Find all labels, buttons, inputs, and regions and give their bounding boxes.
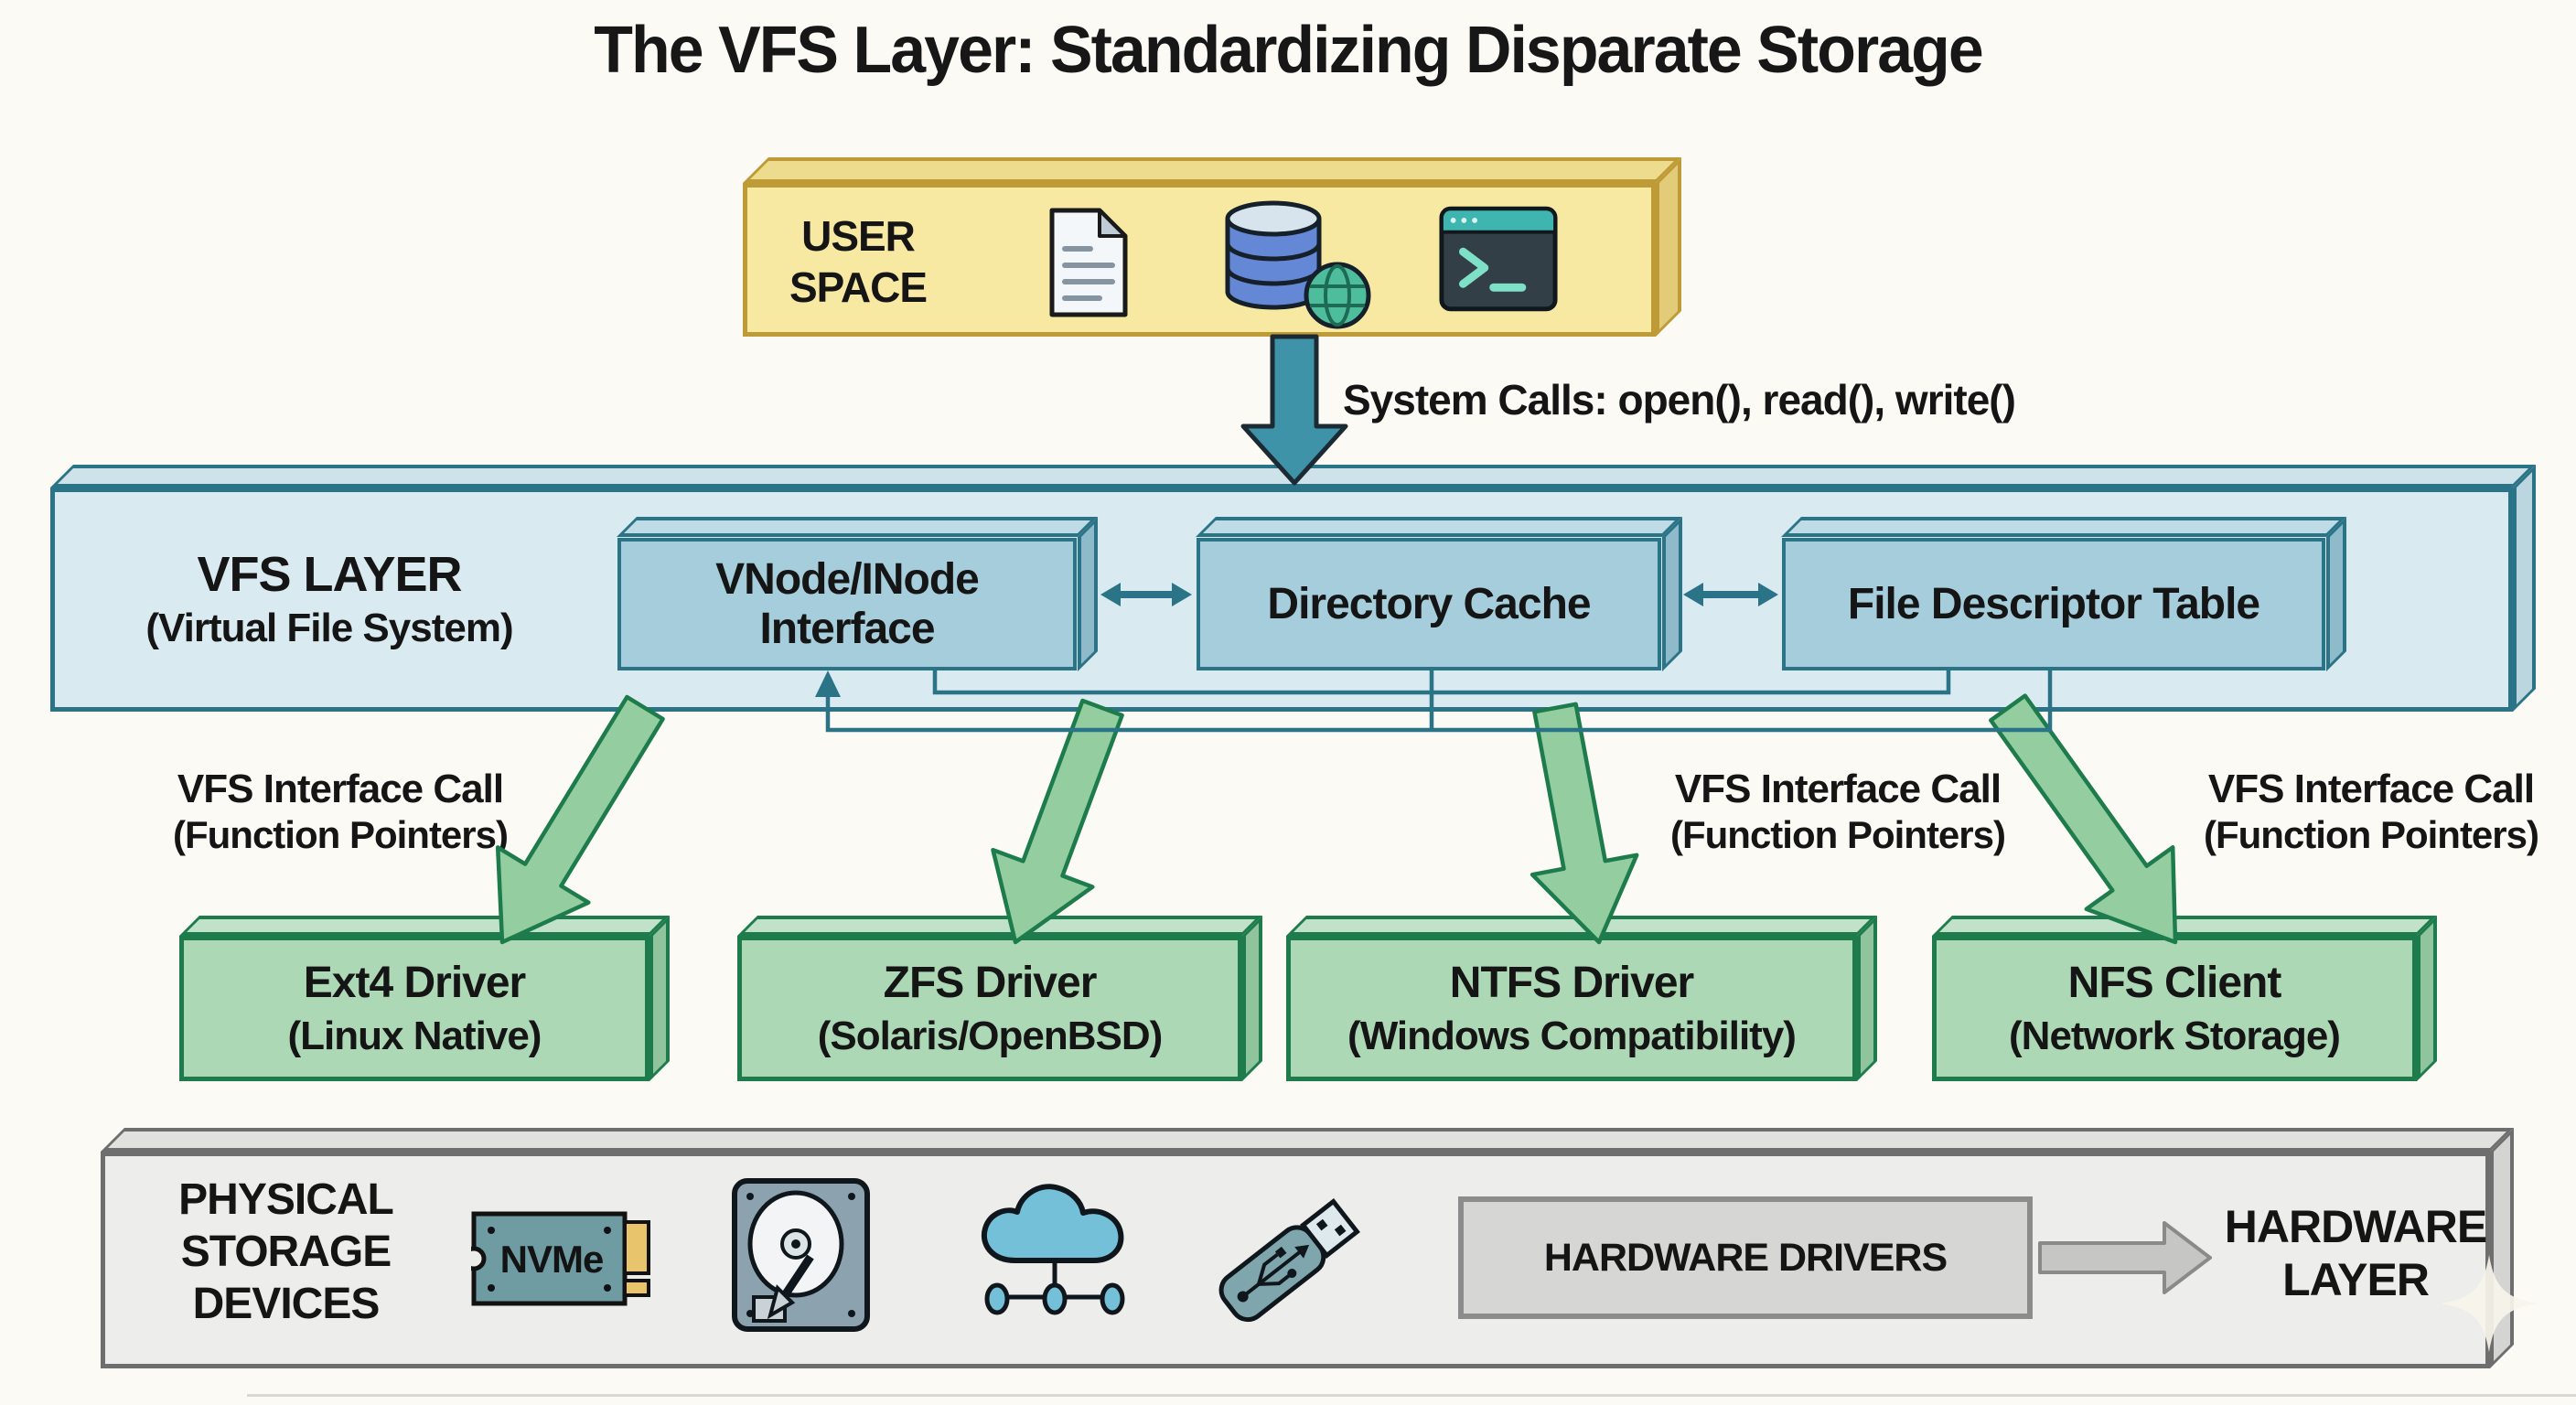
vfs-layer-label: VFS LAYER (Virtual File System)	[82, 545, 576, 653]
call-label-line1: VFS Interface Call	[177, 767, 504, 811]
vfs-layer-subtitle: (Virtual File System)	[145, 606, 513, 650]
driver-box-ntfs: NTFS Driver (Windows Compatibility)	[1286, 936, 1857, 1081]
call-label-line2: (Function Pointers)	[173, 813, 509, 856]
call-label-line1: VFS Interface Call	[2207, 767, 2535, 811]
driver-detail: (Linux Native)	[287, 1014, 542, 1058]
vfs-interface-call-label-2: VFS Interface Call (Function Pointers)	[1623, 767, 2053, 858]
call-label-line2: (Function Pointers)	[1670, 813, 2006, 856]
hardware-drivers-label: HARDWARE DRIVERS	[1543, 1235, 1948, 1280]
hardware-layer-label: HARDWARE LAYER	[2224, 1201, 2487, 1305]
vfs-interface-call-label-1: VFS Interface Call (Function Pointers)	[125, 767, 555, 858]
driver-name: NTFS Driver	[1449, 959, 1694, 1007]
component-box-file-descriptor-table: File Descriptor Table	[1782, 538, 2325, 670]
driver-name: ZFS Driver	[883, 959, 1098, 1007]
driver-detail: (Solaris/OpenBSD)	[817, 1014, 1164, 1058]
cloud-storage-icon	[981, 1184, 1125, 1315]
vfs-interface-call-label-3: VFS Interface Call (Function Pointers)	[2156, 767, 2576, 858]
vfs-layer-title: VFS LAYER	[197, 547, 462, 602]
component-box-vnode-inode: VNode/INode Interface	[617, 538, 1077, 670]
nvme-ssd-icon: NVMe	[471, 1211, 650, 1306]
driver-detail: (Windows Compatibility)	[1347, 1014, 1797, 1058]
driver-name: Ext4 Driver	[303, 959, 526, 1007]
system-calls-label: System Calls: open(), read(), write()	[1343, 376, 2016, 424]
component-label: Directory Cache	[1267, 579, 1591, 628]
nvme-label: NVMe	[500, 1238, 604, 1281]
physical-storage-label: PHYSICAL STORAGE DEVICES	[178, 1175, 394, 1328]
component-label: VNode/INode Interface	[715, 554, 980, 653]
driver-detail: (Network Storage)	[2009, 1014, 2341, 1058]
arrow-vfs-to-zfs	[991, 698, 1124, 945]
page-title: The VFS Layer: Standardizing Disparate S…	[594, 14, 1983, 87]
component-box-directory-cache: Directory Cache	[1197, 538, 1661, 670]
driver-box-zfs: ZFS Driver (Solaris/OpenBSD)	[737, 936, 1242, 1081]
arrow-vfs-to-ntfs	[1530, 702, 1639, 945]
driver-box-nfs: NFS Client (Network Storage)	[1932, 936, 2417, 1081]
usb-drive-icon	[1218, 1197, 1360, 1323]
hard-drive-icon	[732, 1178, 870, 1332]
user-space-label: USER SPACE	[789, 212, 928, 311]
call-label-line1: VFS Interface Call	[1674, 767, 2002, 811]
driver-box-ext4: Ext4 Driver (Linux Native)	[179, 936, 649, 1081]
driver-name: NFS Client	[2067, 959, 2282, 1007]
bottom-divider-line	[247, 1394, 2576, 1397]
system-calls-arrow	[1240, 334, 1348, 486]
document-icon	[1049, 208, 1128, 317]
call-label-line2: (Function Pointers)	[2204, 813, 2539, 856]
component-label: File Descriptor Table	[1847, 579, 2260, 628]
hardware-drivers-box: HARDWARE DRIVERS	[1458, 1196, 2033, 1319]
database-icon	[1225, 200, 1371, 329]
sparkle-icon	[2440, 1254, 2538, 1353]
terminal-icon	[1439, 206, 1558, 312]
